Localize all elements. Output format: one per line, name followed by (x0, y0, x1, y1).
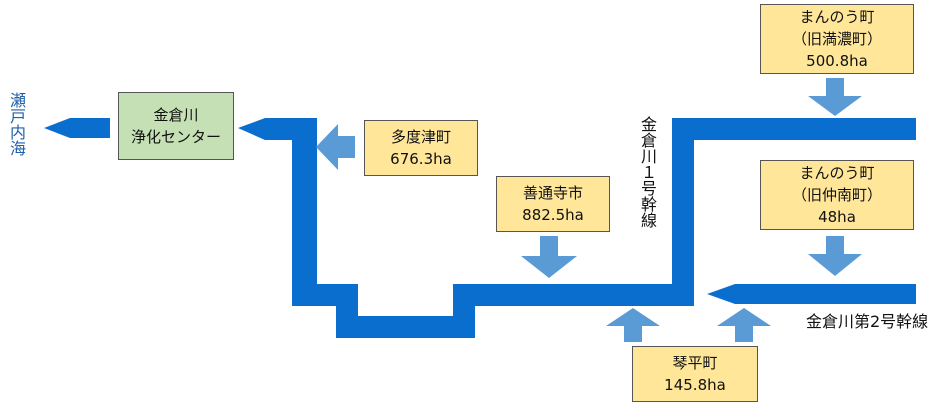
manno-chunan-box: まんのう町 （旧仲南町） 48ha (760, 160, 914, 230)
seto-inland-sea-label: 瀬戸内海 (7, 92, 26, 156)
manno-mannou-area: 500.8ha (806, 52, 868, 70)
kotohira-box: 琴平町 145.8ha (632, 346, 758, 402)
tadotsu-box: 多度津町 676.3ha (364, 120, 478, 176)
manno-mannou-inflow-arrow (808, 78, 862, 116)
kotohira-inflow-arrow-left (606, 308, 660, 342)
manno-mannou-box: まんのう町 （旧満濃町） 500.8ha (760, 4, 914, 74)
trunk-line-1-pipe (238, 118, 916, 338)
zentsuji-box: 善通寺市 882.5ha (496, 176, 610, 232)
zentsuji-name: 善通寺市 (522, 184, 583, 202)
kotohira-name: 琴平町 (672, 354, 718, 372)
zentsuji-area: 882.5ha (522, 206, 584, 224)
manno-chunan-inflow-arrow (808, 236, 862, 276)
trunk-line-2-label: 金倉川第2号幹線 (806, 312, 929, 331)
kotohira-area: 145.8ha (664, 376, 726, 394)
manno-chunan-area: 48ha (818, 208, 856, 226)
manno-mannou-name: まんのう町 (799, 8, 875, 26)
tadotsu-area: 676.3ha (390, 150, 452, 168)
manno-mannou-sub: （旧満濃町） (791, 30, 882, 48)
plant-name-line2: 浄化センター (130, 128, 221, 146)
trunk-line-1-label: 金倉川１号幹線 (638, 116, 657, 228)
zentsuji-inflow-arrow (521, 236, 577, 278)
tadotsu-inflow-arrow (316, 124, 355, 170)
manno-chunan-name: まんのう町 (799, 164, 875, 182)
kotohira-inflow-arrow-right (717, 308, 771, 342)
manno-chunan-sub: （旧仲南町） (791, 186, 882, 204)
tadotsu-name: 多度津町 (390, 128, 451, 146)
plant-name-line1: 金倉川 (153, 106, 199, 124)
outflow-to-sea-arrow (44, 118, 110, 138)
trunk-line-2-pipe (707, 284, 916, 304)
kanakura-purification-center-box: 金倉川 浄化センター (118, 92, 234, 160)
